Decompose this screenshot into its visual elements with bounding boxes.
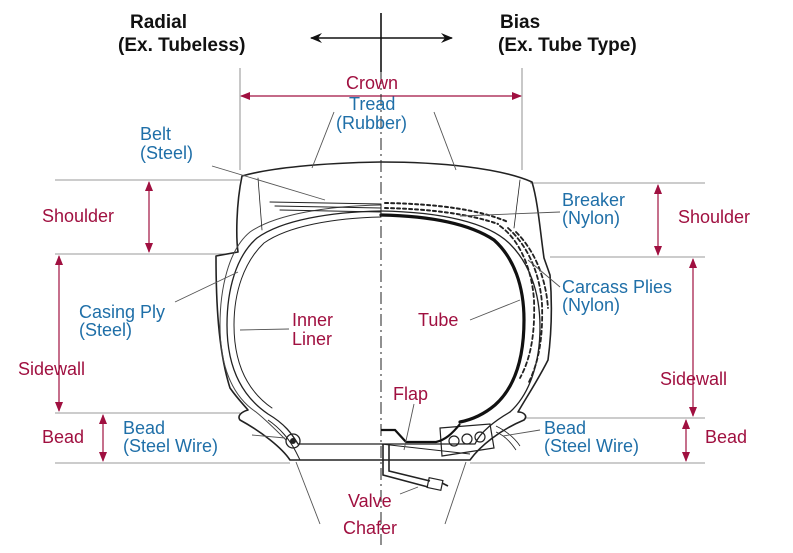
bias-subtitle: (Ex. Tube Type) <box>498 35 637 56</box>
shoulder-right-label: Shoulder <box>678 207 750 227</box>
leader-lines <box>174 111 561 525</box>
bead-left-label: Bead <box>42 427 84 447</box>
valve-label: Valve <box>348 491 392 511</box>
carcass-plies-label-2: (Nylon) <box>562 295 620 315</box>
bead-steel-left-label-1: Bead <box>123 418 165 438</box>
dimension-labels: Crown Shoulder Shoulder Sidewall Sidewal… <box>18 73 750 538</box>
dimension-lines <box>55 68 705 464</box>
bias-bead-wire-3 <box>474 431 486 443</box>
bead-steel-left-label-2: (Steel Wire) <box>123 436 218 456</box>
bead-steel-right-label-1: Bead <box>544 418 586 438</box>
tire-cross-section <box>215 161 553 461</box>
bias-title: Bias <box>500 12 540 33</box>
radial-subtitle: (Ex. Tubeless) <box>118 35 245 56</box>
breaker-label-2: (Nylon) <box>562 208 620 228</box>
tube-label: Tube <box>418 310 458 330</box>
bias-bead-wire-1 <box>448 435 460 447</box>
shoulder-left-label: Shoulder <box>42 206 114 226</box>
carcass-plies-label-1: Carcass Plies <box>562 277 672 297</box>
tread-label-1: Tread <box>349 94 395 114</box>
inner-liner-label-1: Inner <box>292 310 333 330</box>
tread-label-2: (Rubber) <box>336 113 407 133</box>
breaker-label-1: Breaker <box>562 190 625 210</box>
belt-label-1: Belt <box>140 124 171 144</box>
bead-right-label: Bead <box>705 427 747 447</box>
sidewall-right-label: Sidewall <box>660 369 727 389</box>
bead-details <box>267 419 521 492</box>
inner-liner-label-2: Liner <box>292 329 332 349</box>
belt-label-2: (Steel) <box>140 143 193 163</box>
radial-title: Radial <box>130 12 187 33</box>
crown-label: Crown <box>346 73 398 93</box>
sidewall-left-label: Sidewall <box>18 359 85 379</box>
bead-steel-right-label-2: (Steel Wire) <box>544 436 639 456</box>
flap-label: Flap <box>393 384 428 404</box>
bias-bead-wire-2 <box>461 433 473 445</box>
chafer-label: Chafer <box>343 518 397 538</box>
valve-stem <box>426 476 444 492</box>
casing-ply-label-1: Casing Ply <box>79 302 165 322</box>
radial-bead-wire <box>285 433 301 449</box>
component-labels: Tread (Rubber) Belt (Steel) Casing Ply (… <box>79 94 672 456</box>
casing-ply-label-2: (Steel) <box>79 320 132 340</box>
